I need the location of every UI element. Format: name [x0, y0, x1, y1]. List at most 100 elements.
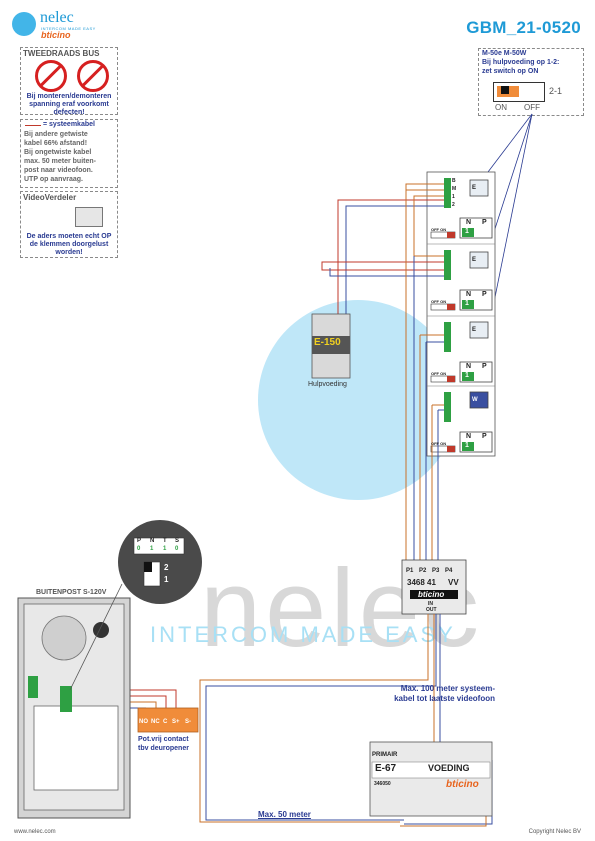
- vp2-switch: OFF ON: [431, 299, 447, 304]
- videophone-np-values: [462, 228, 474, 451]
- vp4-value: 1: [465, 442, 469, 449]
- aux-supply-model: E-150: [314, 337, 341, 348]
- psu-label: VOEDING: [428, 763, 470, 773]
- aux-power-panel: M-50e M-50W Bij hulpvoeding op 1-2: zet …: [478, 48, 584, 116]
- diagram-code: GBM_21-0520: [466, 18, 581, 37]
- dip-value-t: 1: [163, 546, 167, 552]
- videophone-screens: [469, 179, 489, 409]
- relay-nc: NC: [151, 719, 160, 725]
- watermark-circle: [258, 300, 458, 500]
- max-100-note-1: Max. 100 meter systeem-: [400, 684, 495, 693]
- splitter-note: De aders moeten echt OP de klemmen doorg…: [26, 233, 112, 256]
- vp4-n: N: [466, 433, 472, 440]
- relay-c: C: [163, 719, 168, 725]
- vp3-switch: OFF ON: [431, 371, 447, 376]
- cable-line-6: UTP op aanvraag.: [24, 176, 84, 183]
- dist-out: OUT: [426, 607, 437, 613]
- cable-line-5: post naar videofoon.: [24, 167, 93, 174]
- footer-copyright: Copyright Nelec BV: [528, 829, 581, 835]
- outdoor-station-device: [17, 597, 131, 819]
- logo-tagline: INTERCOM MADE EASY: [41, 26, 96, 31]
- aux-supply-device: [311, 313, 351, 379]
- dist-port-1: P1: [406, 568, 414, 574]
- relay-block: [137, 707, 199, 733]
- aux-switch-label: 2-1: [549, 86, 563, 96]
- logo-brand: bticino: [41, 30, 71, 40]
- aux-pointer-lines: [487, 113, 533, 313]
- relay-note-2: tbv deuropener: [138, 745, 189, 752]
- vp4-p: P: [482, 433, 487, 440]
- vp1-switch: OFF ON: [431, 227, 447, 232]
- splitter-device-icon: [75, 207, 103, 227]
- aux-note-1: Bij hulpvoeding op 1-2:: [482, 59, 560, 66]
- dist-in: IN: [428, 601, 433, 607]
- max-100-note-2: kabel tot laatste videofoon: [394, 694, 495, 703]
- vp2-p: P: [482, 291, 487, 298]
- vp1-value: 1: [465, 228, 469, 235]
- psu-primary: PRIMAIR: [372, 752, 398, 758]
- vp3-p: P: [482, 363, 487, 370]
- relay-s-minus: S-: [185, 719, 191, 725]
- dist-vv: VV: [448, 578, 459, 587]
- videophone-terminals: [444, 178, 451, 422]
- dip-header-p: P: [137, 538, 142, 544]
- videophone-switches: [430, 231, 456, 453]
- dip-header-n: N: [150, 538, 155, 544]
- cable-info-panel: = systeemkabel Bij andere getwiste kabel…: [20, 119, 118, 188]
- splitter-panel: VideoVerdeler De aders moeten echt OP de…: [20, 191, 118, 258]
- terminal-b: B: [452, 178, 456, 184]
- vp2-value: 1: [465, 300, 469, 307]
- cable-line-4: max. 50 meter buiten-: [24, 158, 96, 165]
- bus-warning-panel: TWEEDRAADS BUS Bij monteren/demonteren s…: [20, 47, 118, 116]
- dist-port-3: P3: [432, 568, 440, 574]
- videophone-stack: [426, 171, 496, 457]
- no-plug-icon: [35, 60, 67, 92]
- system-cable-swatch: [25, 125, 41, 126]
- dip-value-s: 0: [175, 546, 179, 552]
- psu-brand: bticino: [446, 779, 479, 790]
- no-voltage-icon: [77, 60, 109, 92]
- bus-panel-title: TWEEDRAADS BUS: [23, 49, 100, 58]
- screen-1: E: [472, 185, 477, 191]
- terminal-m: M: [452, 186, 457, 192]
- vp1-n: N: [466, 219, 472, 226]
- terminal-1: 1: [452, 194, 455, 200]
- dist-port-4: P4: [445, 568, 453, 574]
- relay-no: NO: [139, 719, 148, 725]
- dip-value-p: 0: [137, 546, 141, 552]
- aux-off-label: OFF: [524, 103, 540, 112]
- bus-wires: [321, 183, 444, 560]
- psu-model: E-67: [375, 763, 397, 774]
- relay-s-plus: S+: [172, 719, 180, 725]
- power-supply-device: [369, 741, 493, 817]
- distributor-device: [401, 559, 467, 615]
- splitter-title: VideoVerdeler: [23, 193, 77, 202]
- aux-on-label: ON: [495, 103, 507, 112]
- dip-callout: [69, 520, 202, 691]
- aux-note-2: zet switch op ON: [482, 68, 539, 75]
- dist-model: 3468 41: [407, 578, 436, 587]
- dist-brand: bticino: [418, 590, 445, 599]
- vp3-value: 1: [465, 372, 469, 379]
- vp1-p: P: [482, 219, 487, 226]
- vp2-n: N: [466, 291, 472, 298]
- vp3-n: N: [466, 363, 472, 370]
- terminal-2: 2: [452, 202, 455, 208]
- dip-value-n: 1: [150, 546, 154, 552]
- aux-dip-switch: [493, 82, 545, 102]
- cable-line-1: Bij andere getwiste: [24, 131, 88, 138]
- dip-header-s: S: [175, 538, 180, 544]
- cable-legend: = systeemkabel: [43, 121, 95, 128]
- dist-port-2: P2: [419, 568, 427, 574]
- footer-website: www.nelec.com: [14, 829, 56, 835]
- cable-line-3: Bij ongetwiste kabel: [24, 149, 92, 156]
- nelec-logo-icon: [12, 12, 36, 36]
- outdoor-station-title: BUITENPOST S-120V: [36, 589, 107, 596]
- max-50-note: Max. 50 meter: [258, 810, 311, 819]
- cable-line-2: kabel 66% afstand!: [24, 140, 88, 147]
- dip-header-t: T: [163, 538, 167, 544]
- screen-2: E: [472, 257, 477, 263]
- psu-code: 346050: [374, 781, 391, 787]
- screen-3: E: [472, 327, 477, 333]
